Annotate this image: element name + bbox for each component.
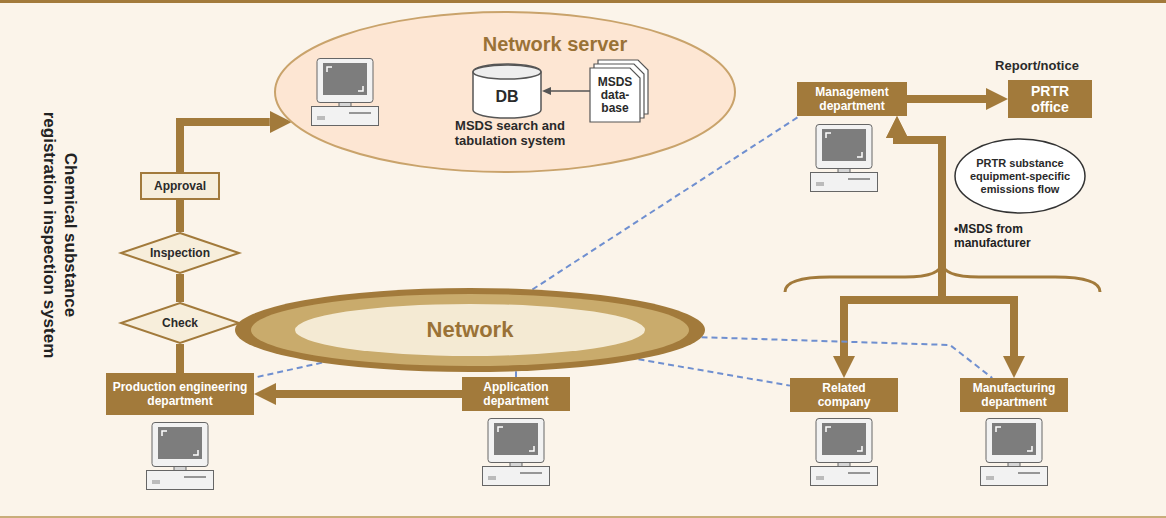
flow-arrow	[844, 138, 942, 356]
flow-arrow	[176, 274, 184, 302]
top-rule	[0, 0, 1166, 3]
heading-text: Report/notice	[995, 58, 1079, 74]
node-text: Approval	[154, 179, 206, 193]
side-title: Chemical substance registration inspecti…	[39, 108, 81, 362]
network-ring: Network	[235, 288, 705, 372]
office-box: Report/noticePRTR office	[1008, 80, 1092, 118]
node-text: Related company	[796, 381, 892, 409]
flow-arrow	[176, 344, 184, 373]
flow-arrow	[176, 200, 184, 232]
node-text: Application department	[468, 380, 564, 408]
approval-box: Approval	[140, 172, 220, 200]
decision-diamond: Check	[120, 302, 240, 344]
computer-icon	[483, 419, 550, 486]
department-box: Manufacturing department	[960, 378, 1068, 412]
server-ground	[275, 12, 735, 172]
department-box: Production engineering department	[106, 373, 254, 415]
network-link	[532, 116, 799, 290]
node-text: Network	[427, 317, 514, 343]
node-text: Check	[162, 316, 198, 330]
flow-arrow	[180, 122, 270, 172]
note-text: •MSDS from manufacturer	[954, 222, 1066, 250]
heading-text: MSDS search and tabulation system	[425, 118, 595, 148]
server-ellipse: Network serverMSDS search and tabulation…	[275, 12, 735, 172]
node-text: Inspection	[150, 246, 210, 260]
bottom-rule	[0, 516, 1166, 518]
database-cylinder: DB	[472, 64, 542, 118]
flow-oval: PRTR substance equipment-specific emissi…	[954, 138, 1086, 214]
network-link	[701, 337, 992, 378]
flow-arrow	[907, 95, 986, 103]
node-text: Manufacturing department	[966, 381, 1062, 409]
node-text: Production engineering department	[112, 380, 248, 408]
node-text: PRTR substance equipment-specific emissi…	[964, 157, 1076, 196]
flow-arrow	[276, 390, 462, 398]
network-link	[254, 363, 322, 378]
department-box: Application department	[462, 377, 570, 411]
department-box: Management department	[797, 82, 907, 116]
node-text: PRTR office	[1016, 83, 1084, 115]
node-text: MSDS data-base	[593, 76, 637, 115]
heading-text: Network server	[455, 32, 655, 56]
company-box: Related company	[790, 378, 898, 412]
computer-icon	[811, 419, 878, 486]
document-stack: MSDS data-base	[590, 60, 648, 122]
computer-icon	[981, 419, 1048, 486]
computer-icon	[147, 423, 214, 490]
network-link	[638, 359, 790, 385]
node-text: DB	[495, 88, 518, 106]
data-arrow	[551, 90, 590, 92]
computer-icon	[811, 125, 878, 192]
decision-diamond: Inspection	[120, 232, 240, 274]
node-text: Management department	[803, 85, 901, 113]
server-computer	[312, 59, 379, 126]
